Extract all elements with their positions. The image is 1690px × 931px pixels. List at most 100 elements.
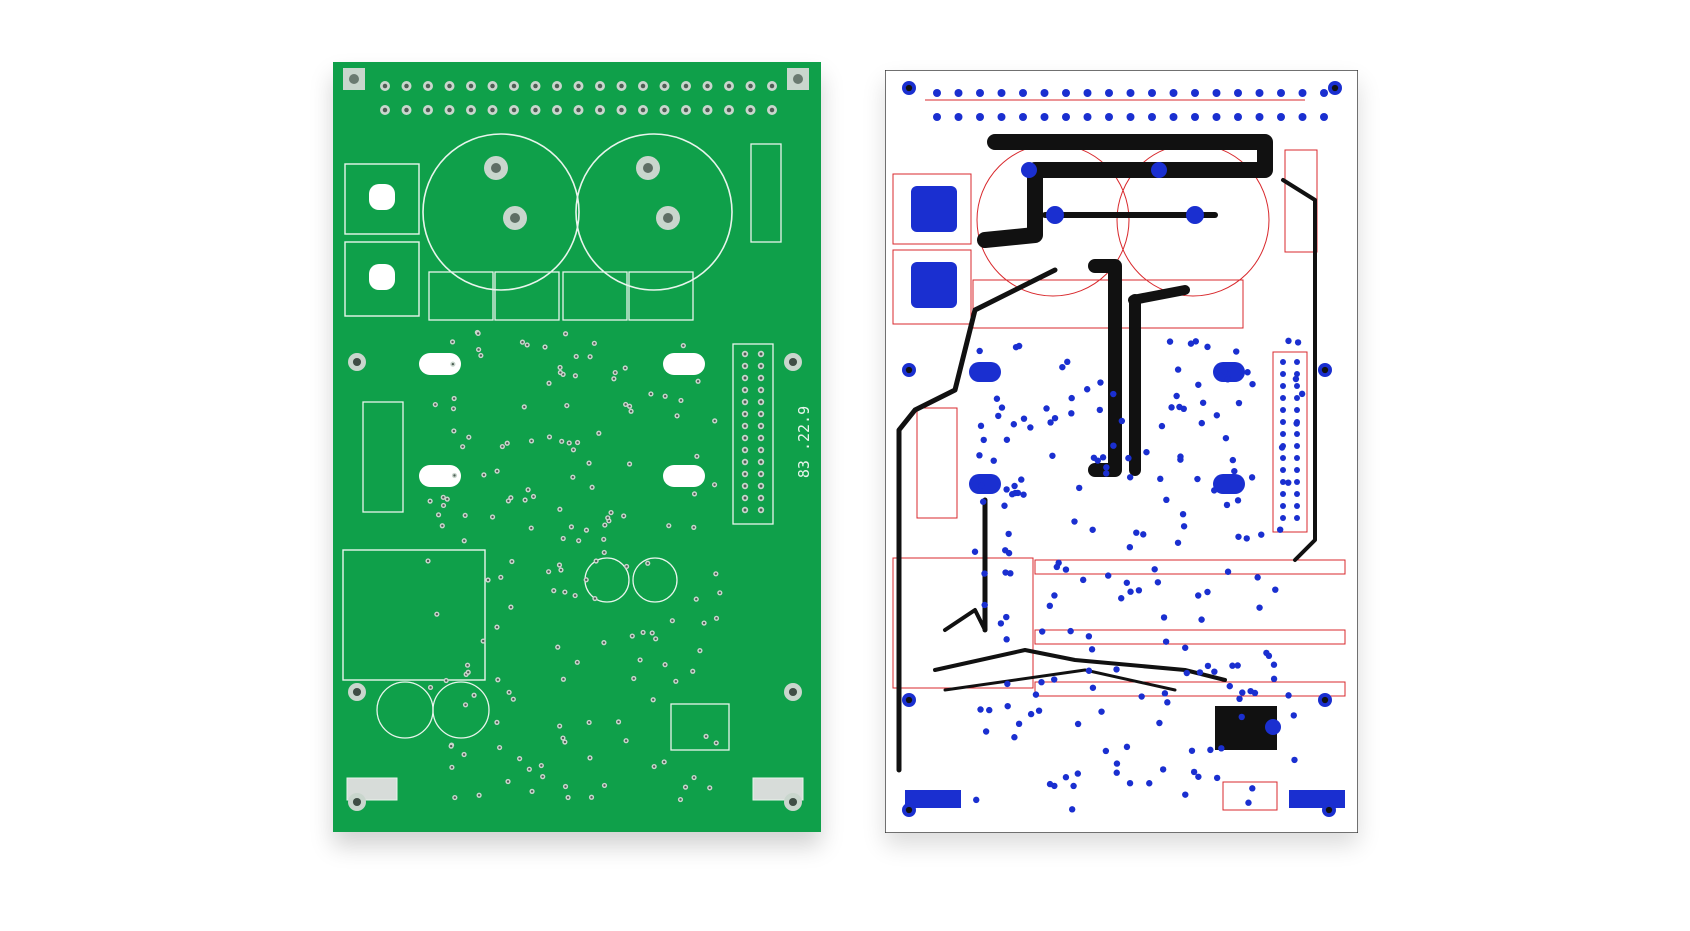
- via-pad: [1071, 518, 1078, 525]
- via-pad: [1278, 444, 1286, 451]
- header-pad: [997, 89, 1006, 97]
- via-pad: [1163, 496, 1170, 504]
- via-pad-drill: [442, 496, 445, 499]
- via-pad: [1083, 386, 1091, 393]
- via-pad-drill: [477, 794, 481, 797]
- via-pad-drill: [695, 455, 699, 458]
- via-pad: [1118, 595, 1125, 602]
- mounting-hole-drill: [352, 687, 362, 697]
- via-pad-drill: [507, 691, 511, 694]
- via-pad: [1003, 486, 1010, 493]
- header-pad-drill: [748, 107, 753, 113]
- via-pad: [1235, 533, 1242, 540]
- via-pad: [995, 412, 1002, 420]
- via-pad-drill: [552, 589, 555, 592]
- via-pad-drill: [481, 639, 485, 643]
- via-pad: [1126, 474, 1134, 481]
- via-pad: [1126, 779, 1134, 787]
- header-pad-drill: [683, 83, 689, 89]
- header-pad-drill: [576, 107, 581, 113]
- pin-pad-drill: [743, 448, 747, 452]
- pin-pad: [1294, 383, 1300, 389]
- via-pad-drill: [434, 403, 437, 406]
- transformer-outline: [342, 549, 486, 681]
- pin-pad-drill: [743, 484, 747, 488]
- via-pad-drill: [452, 397, 456, 400]
- via-pad-drill: [674, 680, 677, 683]
- header-pad: [1255, 89, 1264, 97]
- header-pad: [997, 113, 1006, 121]
- via-pad: [1118, 417, 1126, 425]
- via-pad: [1180, 523, 1188, 530]
- via-pad: [1143, 448, 1150, 456]
- via-pad-drill: [518, 757, 521, 760]
- via-pad-drill: [526, 343, 529, 347]
- via-pad-drill: [614, 371, 617, 374]
- via-pad: [1135, 587, 1143, 594]
- header-pad: [1169, 89, 1178, 97]
- header-pad-drill: [705, 107, 710, 113]
- via-pad: [1018, 476, 1025, 483]
- header-pad: [1234, 113, 1242, 121]
- pin-pad: [1294, 431, 1300, 437]
- via-pad: [1249, 380, 1256, 388]
- via-pad: [1003, 613, 1010, 621]
- via-pad-drill: [663, 760, 666, 764]
- via-pad-drill: [562, 678, 565, 681]
- via-pad-drill: [452, 407, 455, 410]
- via-pad: [1051, 676, 1058, 683]
- via-pad: [1001, 502, 1008, 509]
- via-pad: [1051, 414, 1059, 422]
- via-pad: [1166, 338, 1174, 345]
- via-pad-drill: [638, 658, 642, 662]
- via-pad-drill: [588, 756, 592, 760]
- via-pad-drill: [563, 740, 567, 744]
- via-pad-drill: [477, 348, 480, 351]
- via-pad-drill: [682, 344, 685, 347]
- via-pad: [973, 796, 980, 804]
- via-pad: [1182, 791, 1189, 798]
- via-pad: [1198, 616, 1205, 623]
- via-pad: [1292, 375, 1300, 383]
- via-pad-drill: [652, 698, 655, 701]
- header-pad: [1212, 89, 1221, 97]
- mounting-hole-drill: [788, 357, 798, 367]
- via-pad-drill: [437, 513, 440, 516]
- header-pad-drill: [490, 107, 495, 113]
- header-pad: [1277, 89, 1285, 97]
- via-pad: [1004, 702, 1011, 710]
- header-pad: [954, 113, 963, 121]
- via-pad-drill: [446, 497, 449, 501]
- via-pad: [993, 395, 1001, 402]
- header-pad: [1126, 89, 1135, 97]
- via-pad-drill: [547, 570, 550, 573]
- via-pad-drill: [451, 340, 454, 344]
- via-pad-drill: [574, 374, 577, 377]
- via-pad-drill: [692, 526, 695, 529]
- header-pad: [1191, 89, 1199, 97]
- via-pad: [1298, 390, 1306, 398]
- header-pad: [1191, 113, 1199, 121]
- resistor-outline: [750, 143, 782, 243]
- via-pad-drill: [495, 469, 499, 473]
- pin-pad-drill: [759, 484, 763, 488]
- via-pad-drill: [718, 591, 721, 594]
- via-pad: [1256, 604, 1263, 611]
- via-pad-drill: [693, 492, 696, 496]
- pin-pad-drill: [759, 508, 763, 512]
- board-version-silkscreen: 83 .22.9: [795, 406, 813, 478]
- via-pad-drill: [556, 645, 559, 649]
- via-pad: [986, 706, 993, 714]
- via-pad-drill: [445, 679, 448, 682]
- pin-pad: [1280, 479, 1286, 485]
- via-pad: [1110, 390, 1117, 398]
- via-pad: [1074, 720, 1082, 728]
- via-pad-drill: [576, 441, 579, 444]
- header-pad-drill: [554, 83, 560, 89]
- pin-pad-drill: [743, 436, 747, 440]
- via-pad: [1245, 799, 1252, 806]
- via-pad-drill: [654, 637, 657, 640]
- pin-pad-drill: [743, 376, 747, 380]
- via-pad-drill: [603, 784, 606, 787]
- via-pad: [1059, 363, 1066, 371]
